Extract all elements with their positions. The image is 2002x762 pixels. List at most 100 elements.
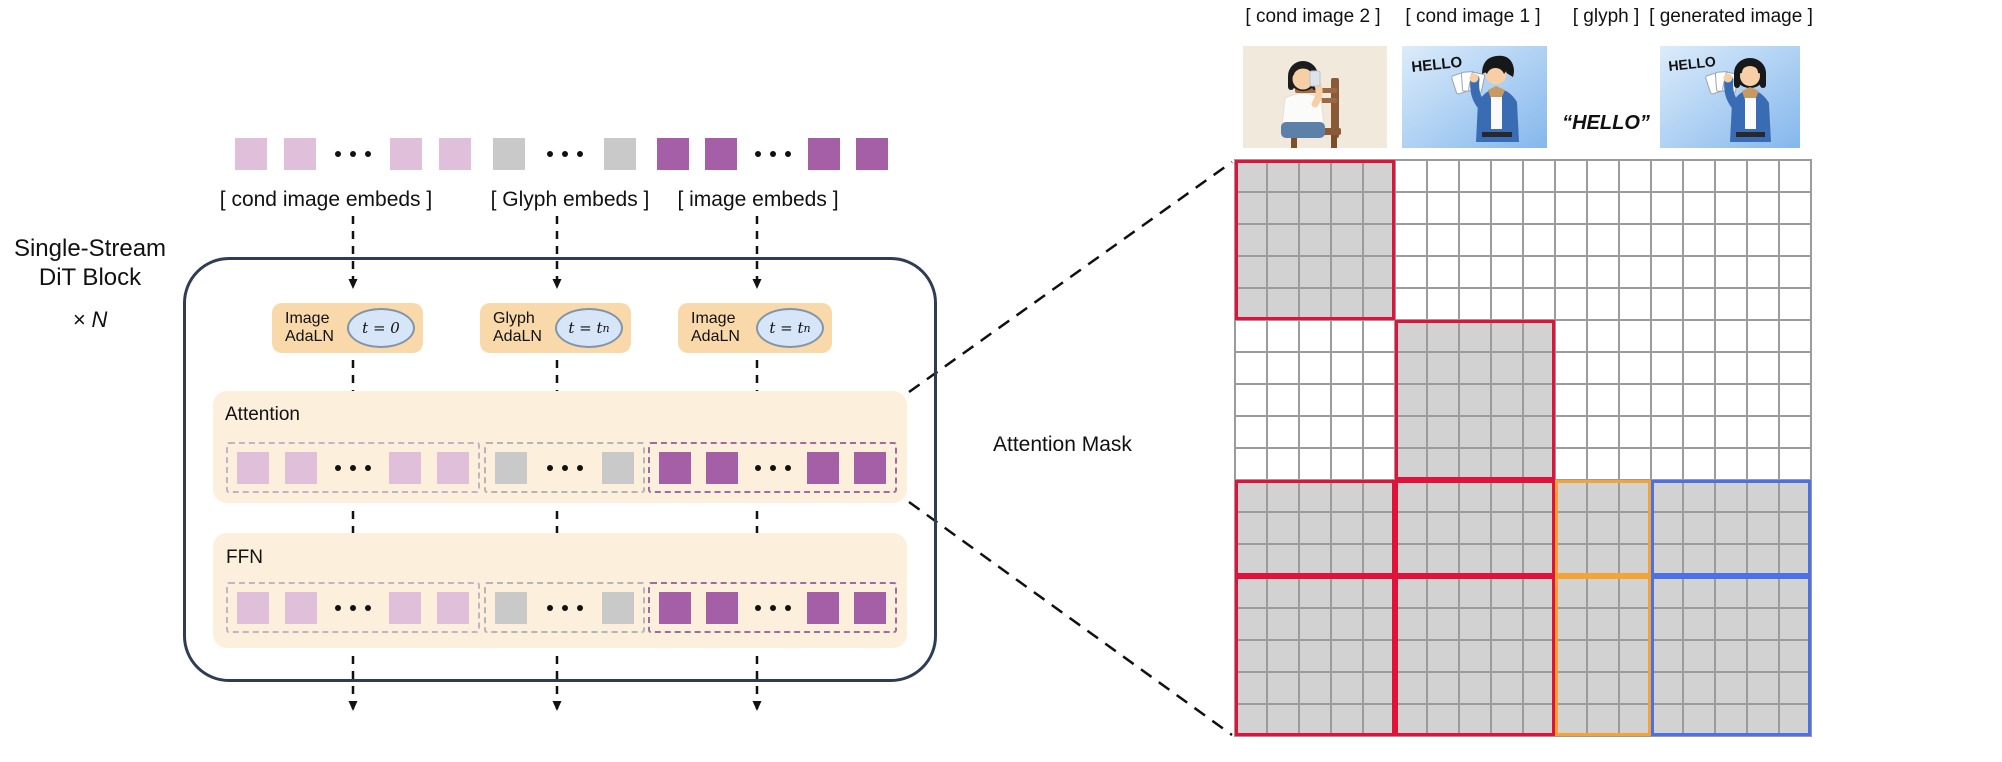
mask-cell [1619,416,1651,448]
hello-sticker-text: HELLO [1411,54,1464,76]
mask-cell [1363,320,1395,352]
glyph-tokens-square [602,591,634,624]
mask-cell [1395,384,1427,416]
mask-cell [1363,256,1395,288]
dit-block-outline [183,257,937,682]
mask-cell [1651,640,1683,672]
mask-cell [1299,416,1331,448]
mask-cell [1267,608,1299,640]
mask-cell [1779,672,1811,704]
mask-cell [1267,320,1299,352]
mask-cell [1555,256,1587,288]
mask-cell [1555,608,1587,640]
mask-cell [1331,512,1363,544]
mask-cell [1619,704,1651,736]
mask-cell [1427,704,1459,736]
mask-cell [1555,224,1587,256]
mask-cell [1267,640,1299,672]
mask-cell [1331,160,1363,192]
mask-cell [1427,384,1459,416]
image-tokens-square [856,138,888,170]
mask-cell [1331,320,1363,352]
mask-cell [1491,672,1523,704]
mask-cell [1715,448,1747,480]
mask-cell [1267,384,1299,416]
mask-cell [1747,160,1779,192]
ellipsis-dots [753,464,793,471]
mask-cell [1747,416,1779,448]
mask-cell [1651,352,1683,384]
mask-cell [1523,160,1555,192]
mask-cell [1331,576,1363,608]
mask-cell [1619,480,1651,512]
mask-cell [1235,448,1267,480]
mask-cell [1299,320,1331,352]
mask-cell [1523,672,1555,704]
mask-cell [1395,192,1427,224]
mask-cell [1459,576,1491,608]
mask-cell [1555,512,1587,544]
glyph-tokens-group [484,442,645,493]
mask-cell [1427,608,1459,640]
hello-sticker-text: HELLO [1668,53,1717,74]
mask-cell [1427,480,1459,512]
mask-cell [1619,640,1651,672]
seated-person-illustration [1281,61,1325,138]
mask-cell [1299,288,1331,320]
mask-cell [1267,288,1299,320]
mask-cell [1427,352,1459,384]
image-tokens-square [705,591,738,624]
cond-image-tokens-square [235,138,267,170]
mask-cell [1651,224,1683,256]
image-tokens-square [807,451,840,484]
mask-cell [1715,512,1747,544]
mask-cell [1555,192,1587,224]
mask-cell [1523,384,1555,416]
mask-cell [1299,448,1331,480]
mask-cell [1779,576,1811,608]
mask-cell [1651,448,1683,480]
image-tokens-square [659,451,691,484]
mask-cell [1235,160,1267,192]
mask-cell [1587,416,1619,448]
image-tokens-group [648,582,897,633]
mask-cell [1747,192,1779,224]
mask-cell [1235,192,1267,224]
mask-cell [1427,320,1459,352]
mask-cell [1587,640,1619,672]
mask-cell [1683,224,1715,256]
mask-cell [1619,544,1651,576]
mask-cell [1651,192,1683,224]
glyph-tokens-square [495,591,527,624]
mask-cell [1555,704,1587,736]
mask-cell [1235,672,1267,704]
mask-cell [1491,192,1523,224]
mask-cell [1427,256,1459,288]
mask-cell [1267,704,1299,736]
mask-cell [1779,608,1811,640]
mask-cell [1235,640,1267,672]
image-tokens-square [705,451,738,484]
mask-cell [1683,448,1715,480]
mask-cell [1459,608,1491,640]
orange-mask-block [1555,480,1651,576]
glyph-tokens-square [602,451,634,484]
mask-cell [1523,576,1555,608]
mask-cell [1267,352,1299,384]
mask-cell [1491,544,1523,576]
mask-cell [1395,512,1427,544]
mask-cell [1427,640,1459,672]
mask-cell [1715,576,1747,608]
boy-illustration [1469,55,1519,142]
mask-cell [1747,384,1779,416]
mask-cell [1555,480,1587,512]
cond-image-tokens-square [437,591,469,624]
red-mask-block [1235,576,1395,736]
mask-cell [1747,608,1779,640]
mask-cell [1459,704,1491,736]
mask-cell [1267,576,1299,608]
mask-cell [1395,672,1427,704]
mask-cell [1747,448,1779,480]
attention-mask-grid [1234,159,1812,737]
mask-cell [1587,256,1619,288]
